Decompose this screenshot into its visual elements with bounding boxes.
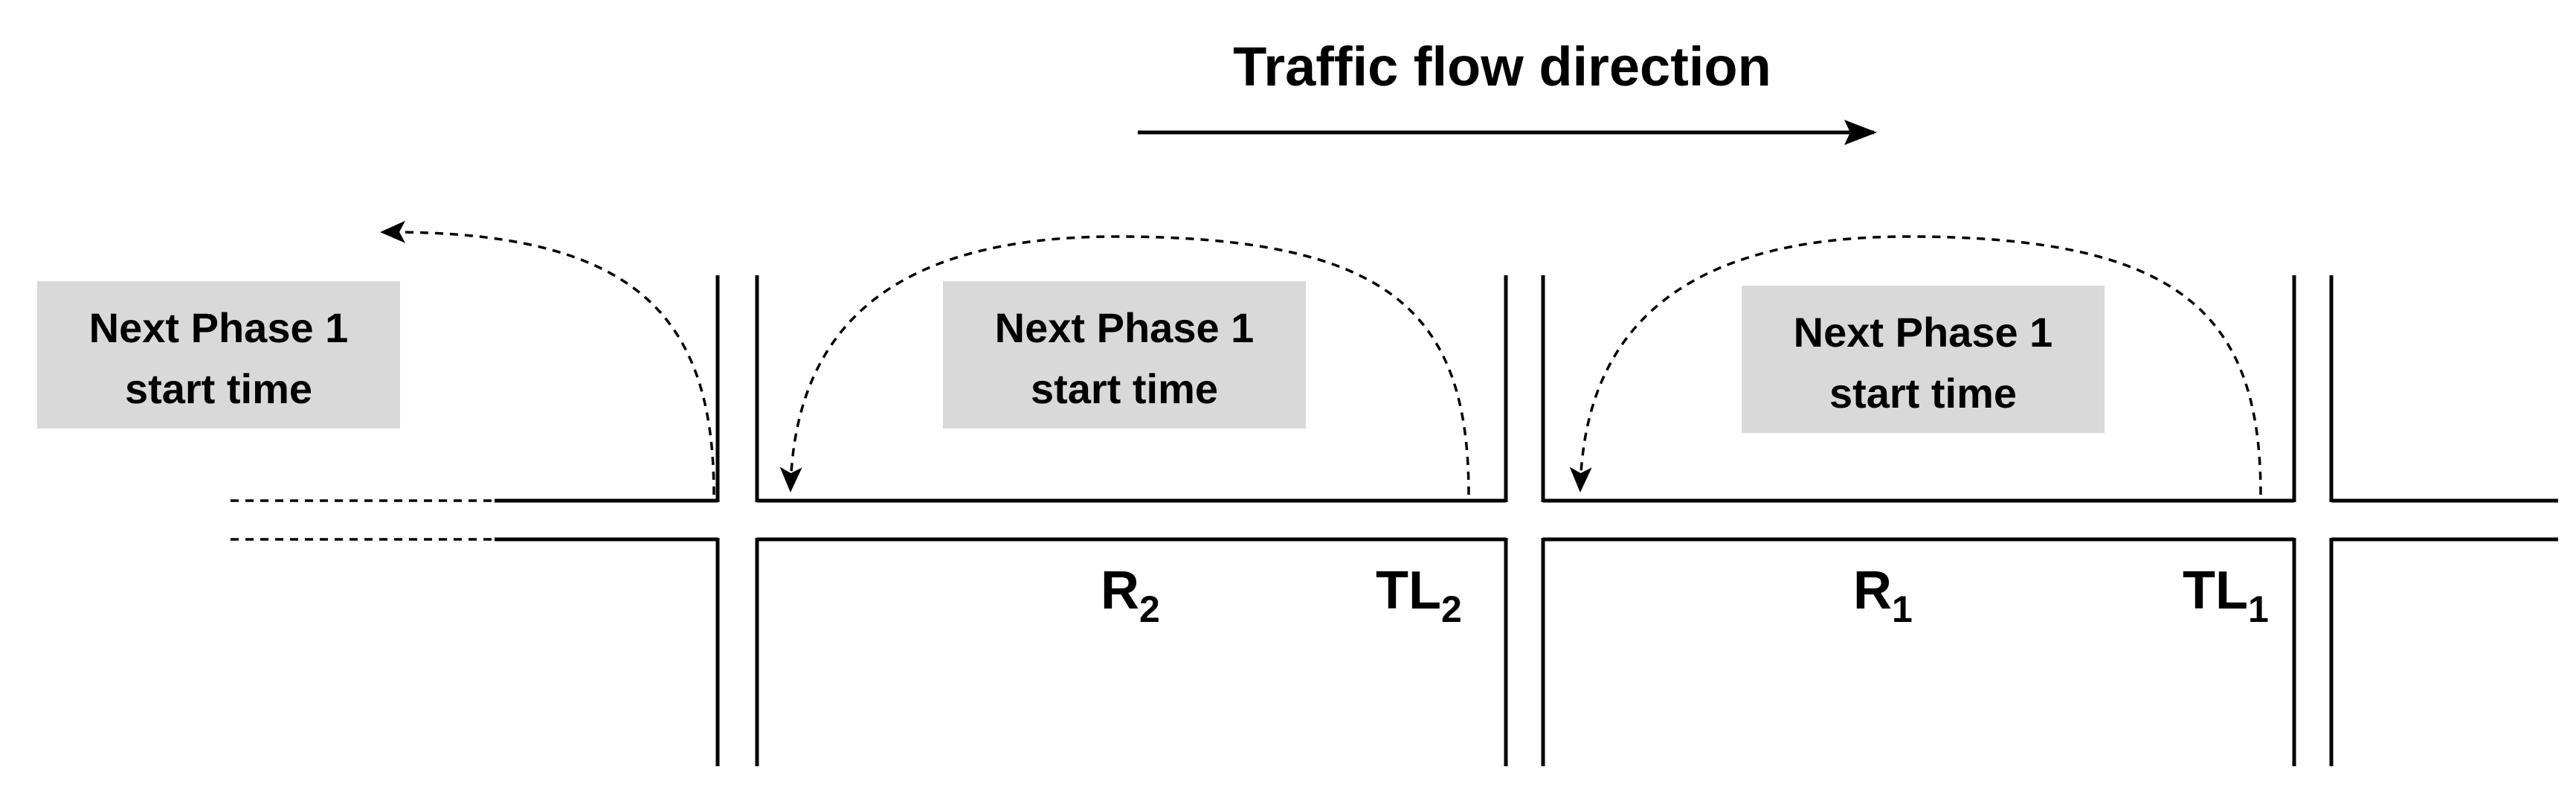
diagram-title: Traffic flow direction [1233, 36, 1771, 97]
phase-offset-arc-left [380, 220, 715, 495]
cross-street-left [715, 275, 759, 766]
phase-box-line1: Next Phase 1 [1794, 309, 2053, 356]
phase-offset-arc-right [1569, 235, 2262, 495]
cross-street-right [2292, 275, 2334, 766]
phase-box-line2: start time [1829, 370, 2017, 417]
phase-box-line2: start time [1031, 365, 1218, 412]
phase-box-line1: Next Phase 1 [89, 304, 349, 351]
phase-box-line1: Next Phase 1 [995, 304, 1255, 351]
phase-box-line2: start time [125, 365, 312, 412]
road-label-r1: R1 [1853, 561, 1913, 630]
road-label-r2: R2 [1101, 561, 1160, 630]
phase-offset-arc-middle [779, 235, 1470, 495]
light-label-tl2: TL2 [1376, 561, 1462, 630]
phase-box-right: Next Phase 1 start time [1742, 286, 2105, 433]
light-label-tl1: TL1 [2183, 561, 2269, 630]
phase-box-left: Next Phase 1 start time [37, 281, 400, 429]
phase-box-middle: Next Phase 1 start time [943, 281, 1306, 429]
cross-street-middle [1504, 275, 1545, 766]
